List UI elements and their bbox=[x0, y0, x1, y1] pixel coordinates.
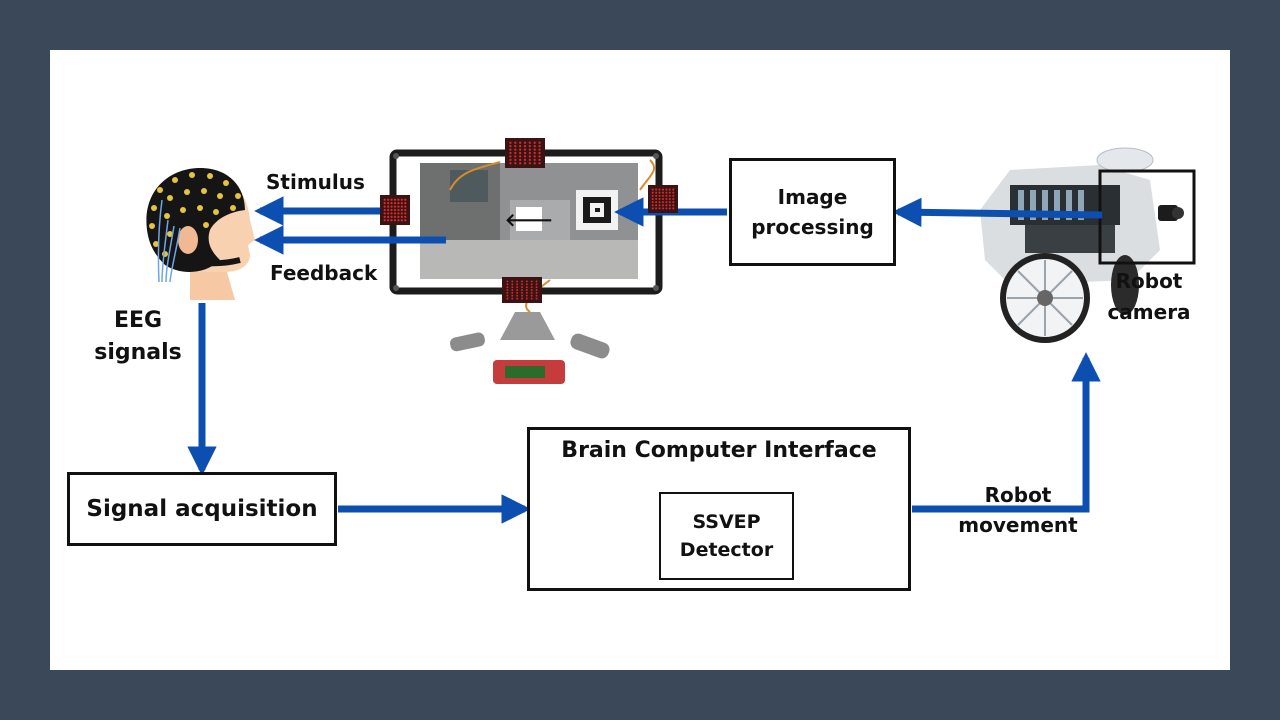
ssvep-line1: SSVEP bbox=[692, 510, 761, 533]
stimulus-display-rig: 🡐 bbox=[389, 149, 663, 384]
robot-movement-label-line2: movement bbox=[958, 513, 1078, 537]
feedback-label: Feedback bbox=[270, 261, 378, 285]
image-processing-box: Image processing bbox=[729, 158, 896, 266]
robot-movement-label: Robot movement bbox=[944, 480, 1092, 540]
screen-arrow-glyph: 🡐 bbox=[505, 210, 553, 231]
robot-movement-label-line1: Robot bbox=[984, 483, 1052, 507]
image-processing-line1: Image bbox=[777, 185, 848, 209]
robot-camera-label: Robot camera bbox=[1104, 266, 1194, 328]
robot-camera-label-line1: Robot bbox=[1115, 269, 1183, 293]
robot-camera-label-line2: camera bbox=[1107, 300, 1191, 324]
stimulus-label: Stimulus bbox=[266, 170, 365, 194]
ssvep-line2: Detector bbox=[679, 539, 774, 561]
eeg-head-illustration bbox=[146, 168, 255, 300]
camera-to-image-processing-arrow bbox=[892, 197, 1103, 228]
flow-arrows bbox=[187, 196, 1103, 524]
diagram-graphics: 🡐 bbox=[146, 147, 1196, 524]
bci-box: Brain Computer Interface SSVEP Detector bbox=[527, 427, 911, 591]
diagram-canvas: 🡐 bbox=[50, 50, 1230, 670]
eeg-signals-label: EEG signals bbox=[88, 305, 188, 369]
signal-acquisition-box: Signal acquisition bbox=[67, 472, 337, 546]
eeg-signals-label-line1: EEG bbox=[113, 308, 163, 333]
ssvep-detector-box: SSVEP Detector bbox=[659, 492, 794, 580]
robot-movement-arrow bbox=[912, 352, 1101, 513]
bci-title: Brain Computer Interface bbox=[561, 438, 877, 463]
eeg-signals-label-line2: signals bbox=[94, 339, 182, 365]
signal-acquisition-text: Signal acquisition bbox=[86, 495, 318, 522]
image-processing-line2: processing bbox=[751, 215, 874, 239]
